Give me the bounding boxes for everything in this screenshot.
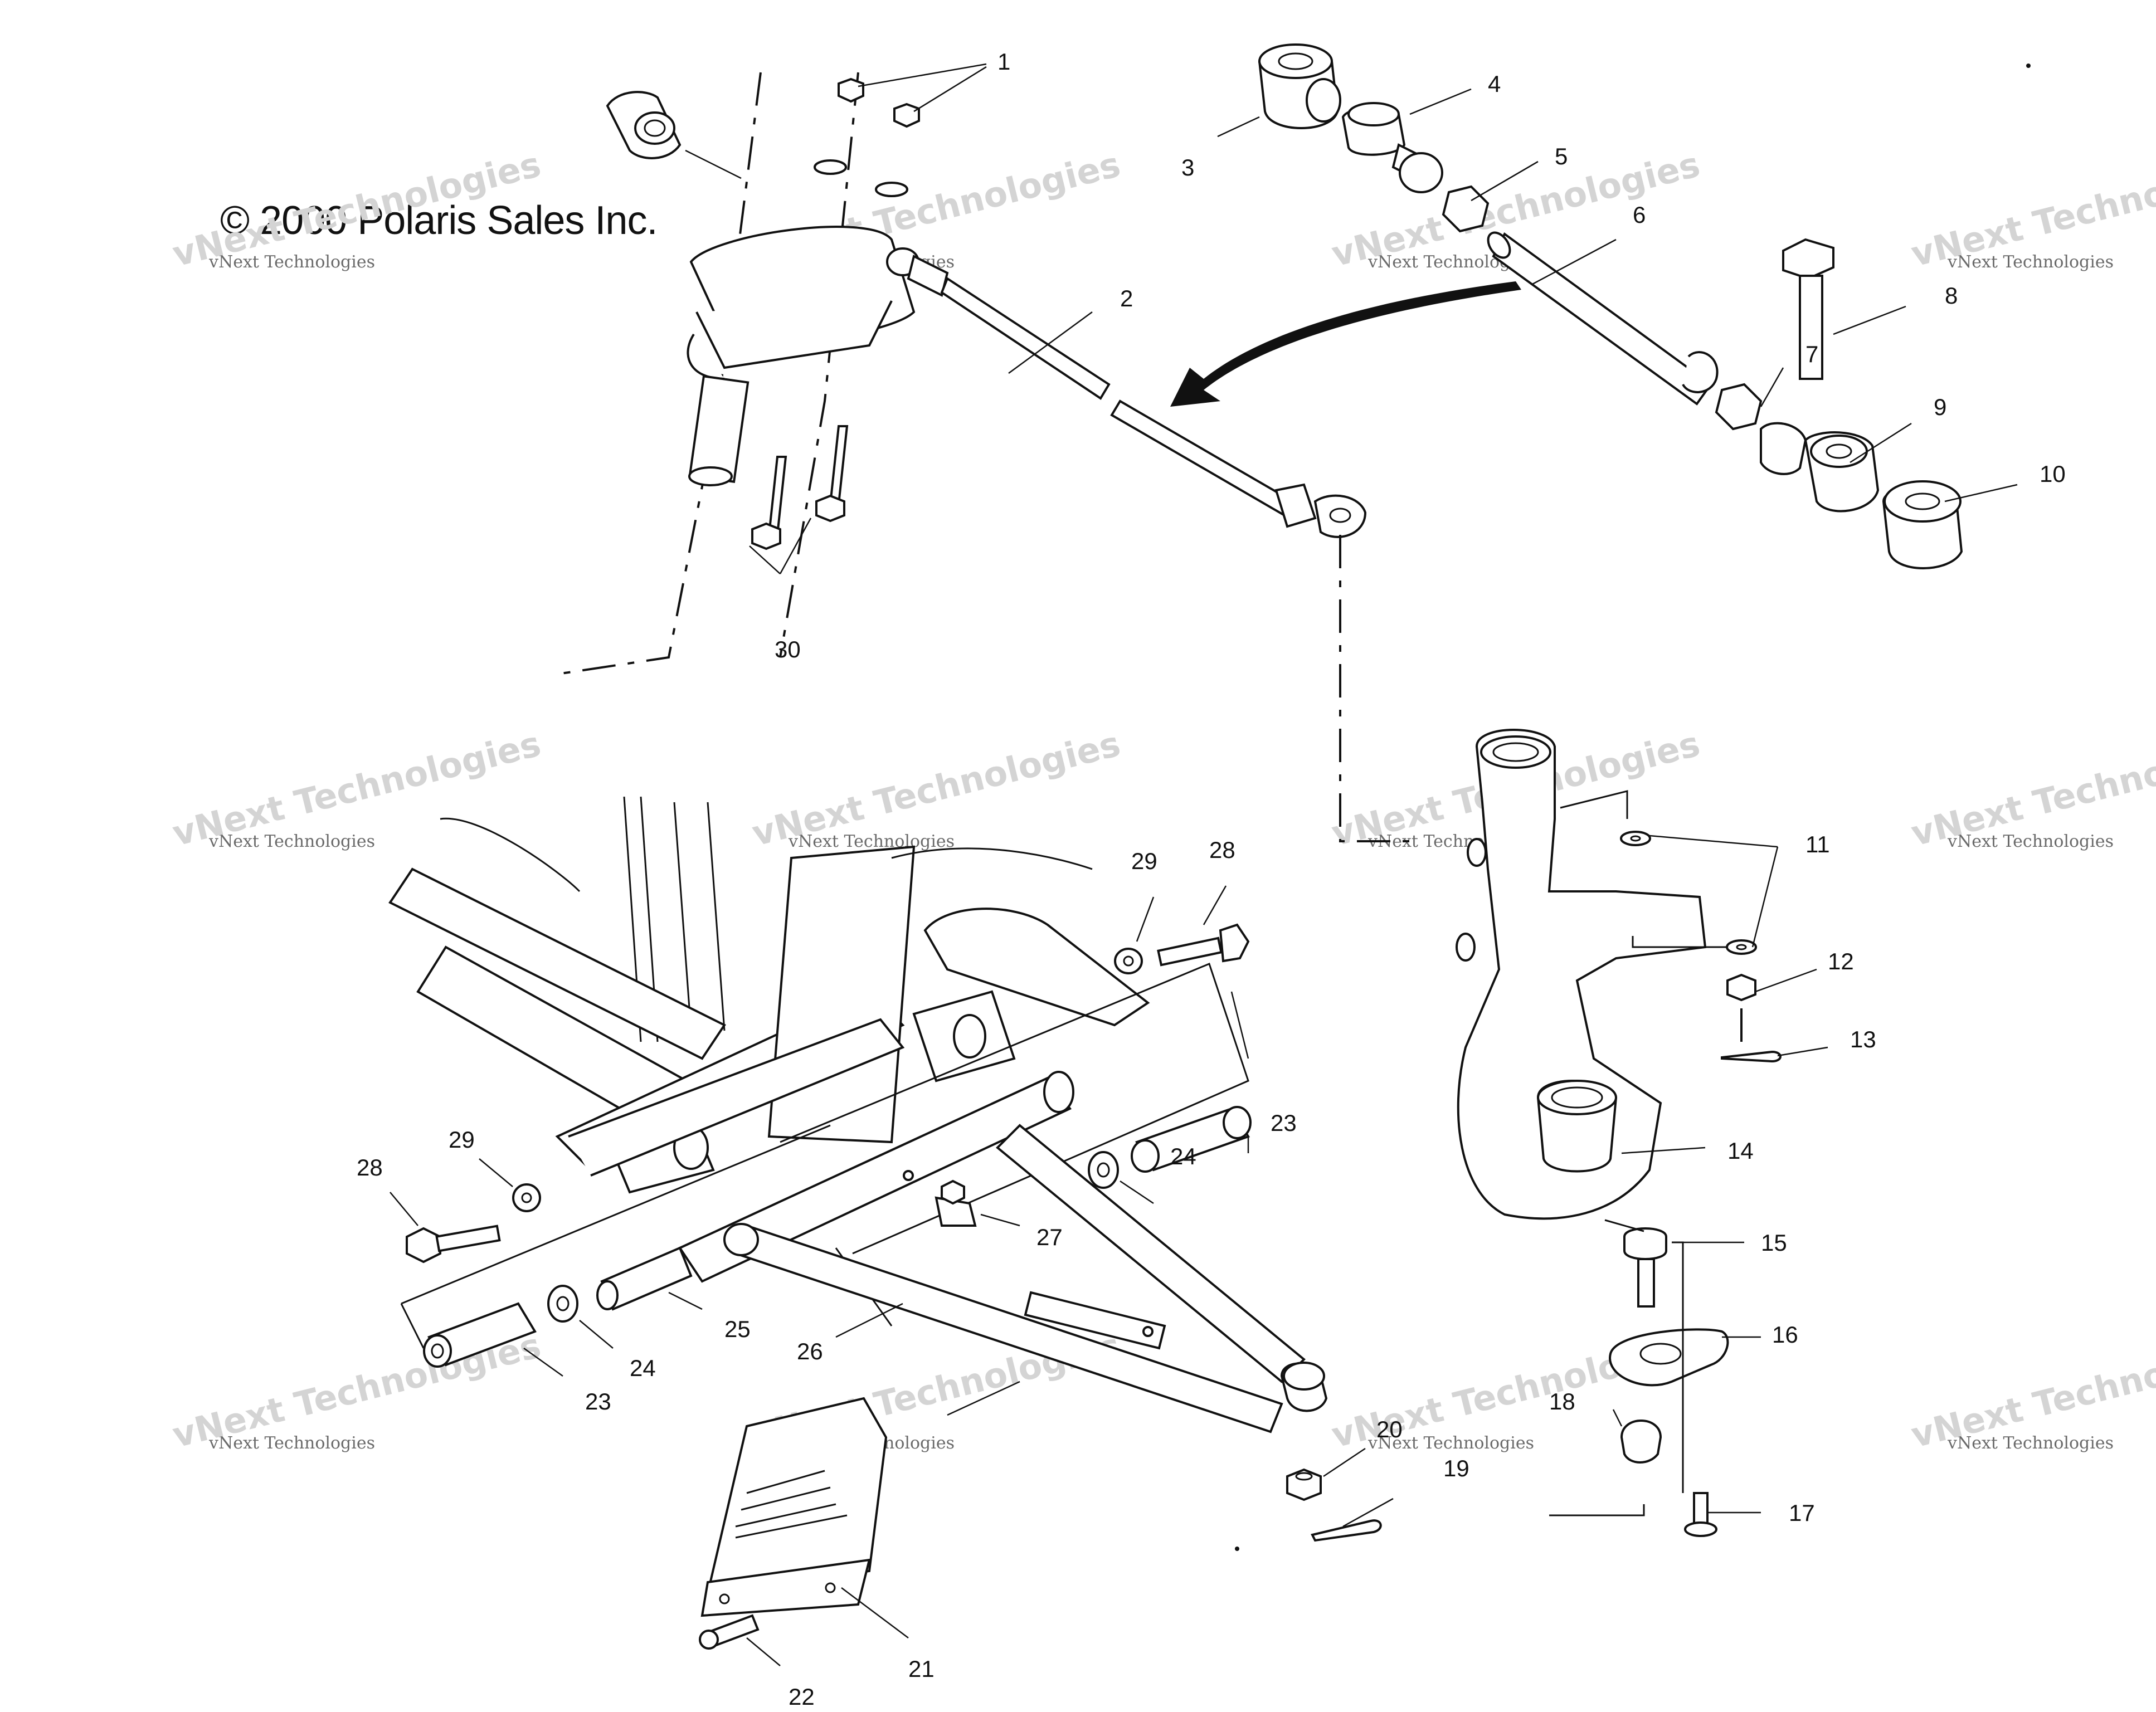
part-28-bolt-left — [406, 1225, 501, 1264]
callout-25: 25 — [724, 1316, 751, 1342]
knuckle-bracket — [1632, 936, 1739, 948]
part-29-washer-right — [1114, 948, 1143, 974]
callout-27: 27 — [1036, 1224, 1063, 1250]
stray-mark — [1235, 1547, 1239, 1551]
knuckle-bracket — [1560, 790, 1628, 819]
part-12-nut — [1726, 973, 1756, 1002]
callout-22: 22 — [789, 1684, 815, 1710]
callout-14: 14 — [1727, 1138, 1754, 1164]
callout-28-left: 28 — [357, 1154, 383, 1181]
callout-3: 3 — [1181, 154, 1194, 181]
callout-26: 26 — [797, 1338, 823, 1364]
part-20-nut — [1286, 1468, 1322, 1501]
bracket-outline — [400, 1303, 425, 1349]
callout-10: 10 — [2040, 461, 2066, 487]
callout-2: 2 — [1120, 285, 1133, 311]
part-26-a-arm — [678, 1071, 1328, 1433]
stray-mark — [2026, 64, 2031, 68]
callout-9: 9 — [1934, 394, 1946, 420]
part-24-washer-right — [1088, 1151, 1119, 1189]
part-11-washers — [1620, 831, 1757, 955]
lead-line — [1604, 1219, 1644, 1232]
callout-12: 12 — [1828, 948, 1854, 974]
callout-5: 5 — [1555, 143, 1568, 169]
callout-7: 7 — [1805, 341, 1818, 367]
part-17-screw — [1684, 1492, 1717, 1537]
callout-23-left: 23 — [585, 1388, 611, 1415]
callout-1: 1 — [997, 48, 1010, 75]
lead-line — [1549, 1504, 1645, 1516]
callout-6: 6 — [1633, 202, 1646, 228]
callouts: 1 2 3 4 5 6 7 8 9 10 30 11 12 13 14 15 1… — [357, 48, 2066, 1710]
part-14-steering-knuckle — [1456, 729, 1707, 1220]
callout-20: 20 — [1376, 1416, 1403, 1442]
grease-hole — [903, 1170, 914, 1181]
callout-19: 19 — [1443, 1455, 1469, 1481]
callout-11: 11 — [1805, 831, 1830, 857]
part-15-bolt — [1623, 1227, 1667, 1308]
part-25-bushing — [596, 1246, 693, 1311]
callout-29-left: 29 — [449, 1126, 475, 1153]
part-2-tie-rod — [886, 247, 1367, 538]
callout-13: 13 — [1850, 1026, 1876, 1052]
steering-post — [557, 72, 916, 675]
callout-21: 21 — [908, 1656, 935, 1682]
bracket-outline — [401, 1124, 831, 1305]
part-1-nuts — [838, 77, 920, 128]
callout-18: 18 — [1549, 1388, 1575, 1415]
tie-rod-exploded — [1258, 43, 1963, 569]
part-16-plate — [1609, 1328, 1729, 1387]
part-23-pivot-shaft-left — [423, 1302, 537, 1368]
callout-4: 4 — [1488, 71, 1501, 97]
part-29-washer-left — [512, 1183, 541, 1212]
callout-8: 8 — [1945, 282, 1958, 309]
direction-arrow — [1170, 281, 1521, 407]
callout-15: 15 — [1761, 1230, 1787, 1256]
part-24-washer-left — [547, 1285, 578, 1323]
callout-23-right: 23 — [1271, 1110, 1297, 1136]
tie-rod-end-left — [606, 91, 742, 179]
callout-17: 17 — [1789, 1500, 1815, 1526]
part-19-cotter-pin — [1311, 1519, 1382, 1542]
callout-16: 16 — [1772, 1321, 1798, 1348]
part-13-cotter-pin — [1721, 1050, 1782, 1063]
part-28-bolt-right — [1157, 923, 1250, 967]
part-18-ball-joint — [1620, 1420, 1662, 1464]
callout-30: 30 — [775, 636, 801, 662]
leader-lines — [390, 63, 2018, 1666]
callout-29-right: 29 — [1131, 848, 1157, 874]
frame — [388, 796, 1150, 1194]
part-22-screw — [699, 1614, 760, 1650]
copyright-notice: © 2000 Polaris Sales Inc. — [220, 198, 658, 243]
part-21-skid-plate — [700, 1397, 888, 1617]
part-30-bolts — [751, 425, 849, 550]
dashed-lead — [1339, 535, 1410, 842]
callout-24-right: 24 — [1170, 1143, 1196, 1169]
callout-28-right: 28 — [1209, 837, 1235, 863]
callout-24-left: 24 — [630, 1355, 656, 1381]
part-27-grease-fitting — [935, 1179, 977, 1227]
